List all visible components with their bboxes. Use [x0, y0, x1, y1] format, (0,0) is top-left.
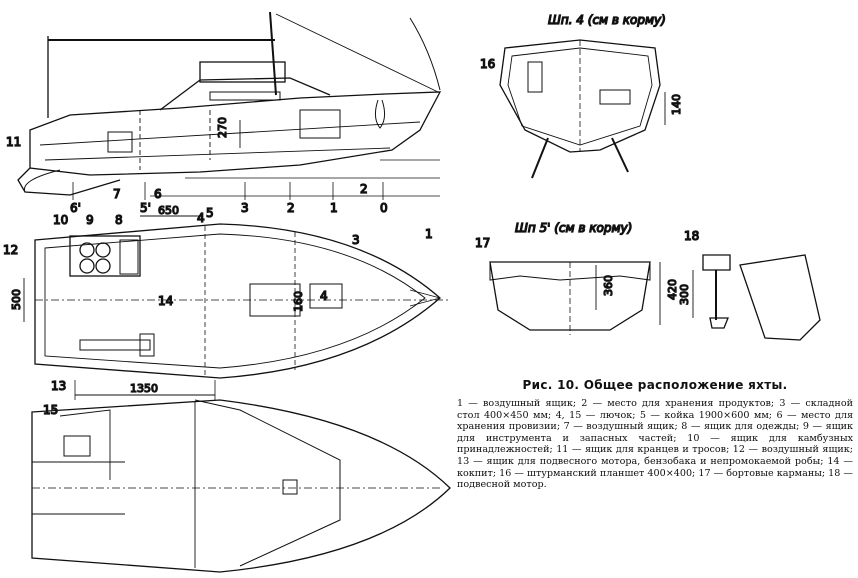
callout-1: 1: [425, 227, 433, 241]
section-5-title: Шп 5' (см в корму): [515, 221, 632, 235]
frame-numbers: 6' 5' 4 3 2 1 0: [69, 200, 388, 225]
section-frame-5-prime: [489, 261, 661, 335]
caption-title: Рис. 10. Общее расположение яхты.: [522, 378, 788, 392]
plan-view-interior: [23, 215, 448, 400]
callout-2: 2: [360, 182, 368, 196]
callout-3: 3: [352, 233, 360, 247]
callout-9: 9: [86, 213, 94, 227]
callout-11: 11: [6, 135, 21, 149]
callout-8: 8: [115, 213, 123, 227]
frame-label: 2: [287, 201, 295, 215]
dimension-300: 300: [678, 284, 691, 305]
dimension-420: 420: [666, 279, 679, 300]
dimension-1350: 1350: [130, 382, 158, 395]
dimension-650: 650: [158, 204, 179, 217]
frame-label: 1: [330, 201, 338, 215]
dimension-360: 360: [602, 275, 615, 296]
callout-18: 18: [684, 229, 699, 243]
figure-caption: Рис. 10. Общее расположение яхты. 1 — во…: [457, 378, 853, 491]
dimension-labels: 270 650 500 160 1350 140 360 420 300: [9, 93, 691, 395]
dimension-500: 500: [10, 289, 23, 310]
plan-view-deck: [31, 399, 451, 573]
dimension-140: 140: [670, 94, 683, 115]
dimension-270: 270: [216, 117, 229, 138]
dimension-160: 160: [292, 291, 305, 312]
frame-label: 4: [197, 211, 205, 225]
callout-16: 16: [480, 57, 495, 71]
frame-label: 3: [241, 201, 249, 215]
callout-12: 12: [3, 243, 18, 257]
callout-6: 6: [154, 187, 162, 201]
frame-label: 6': [70, 201, 81, 215]
section-titles: Шп. 4 (см в корму) Шп 5' (см в корму): [514, 12, 666, 235]
callout-5: 5: [206, 206, 214, 220]
callout-14: 14: [158, 294, 173, 308]
callout-13: 13: [51, 379, 66, 393]
callout-4: 4: [320, 289, 328, 303]
outboard-motor-detail: [692, 254, 821, 341]
section-4-title: Шп. 4 (см в корму): [548, 13, 666, 27]
section-frame-4: [499, 39, 666, 179]
callout-10: 10: [53, 213, 68, 227]
frame-label: 0: [380, 201, 388, 215]
frame-label: 5': [140, 201, 151, 215]
callout-7: 7: [113, 187, 121, 201]
side-profile-view: [17, 11, 442, 200]
caption-legend-text: 1 — воздушный ящик; 2 — место для хранен…: [457, 398, 853, 491]
callout-17: 17: [475, 236, 490, 250]
callout-numbers: 1 2 3 4 5 6 7 8 9 10 11 12 13 14 15 16 1…: [2, 56, 700, 417]
callout-15: 15: [43, 403, 58, 417]
